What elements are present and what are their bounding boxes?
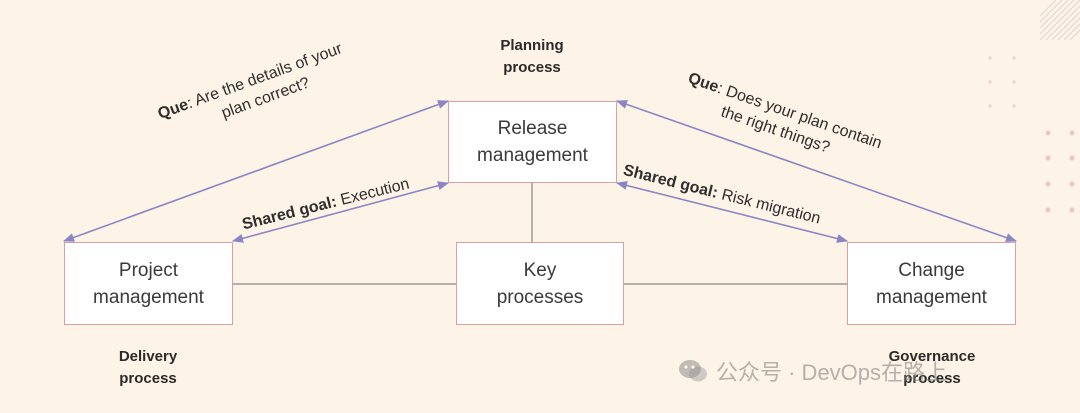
caption-governance-line2: process <box>903 370 961 387</box>
node-release-line2: management <box>477 145 588 166</box>
node-change-management: Change management <box>847 242 1016 325</box>
caption-governance-process: Governance process <box>868 346 996 390</box>
caption-planning-line2: process <box>503 59 561 76</box>
caption-delivery-process: Delivery process <box>88 346 208 390</box>
node-change-line2: management <box>876 286 987 308</box>
arrow-inner-left <box>231 181 450 243</box>
arrow-inner-right <box>615 181 849 243</box>
watermark: 公众号 · DevOps在路上 <box>678 355 947 387</box>
caption-governance-line1: Governance <box>888 348 976 365</box>
node-key-line1: Key <box>523 259 557 281</box>
caption-delivery-line1: Delivery <box>118 348 178 365</box>
corner-hatch <box>1039 0 1080 41</box>
dot-grid <box>988 56 1075 213</box>
caption-planning-process: Planning process <box>472 35 592 79</box>
caption-planning-line1: Planning <box>500 37 564 54</box>
node-project-line2: management <box>93 286 204 308</box>
caption-delivery-line2: process <box>119 370 177 387</box>
arrow-outer-left <box>62 100 450 242</box>
watermark-text: 公众号 · DevOps在路上 <box>716 360 948 385</box>
node-key-line2: processes <box>496 286 584 308</box>
node-release-management: Release management <box>448 101 617 183</box>
node-project-management: Project management <box>64 242 233 325</box>
node-project-line1: Project <box>118 259 179 281</box>
node-release-line1: Release <box>497 118 568 139</box>
arrow-outer-right <box>615 100 1018 242</box>
wechat-icon <box>679 360 707 382</box>
node-key-processes: Key processes <box>456 242 624 325</box>
node-change-line1: Change <box>898 259 965 281</box>
